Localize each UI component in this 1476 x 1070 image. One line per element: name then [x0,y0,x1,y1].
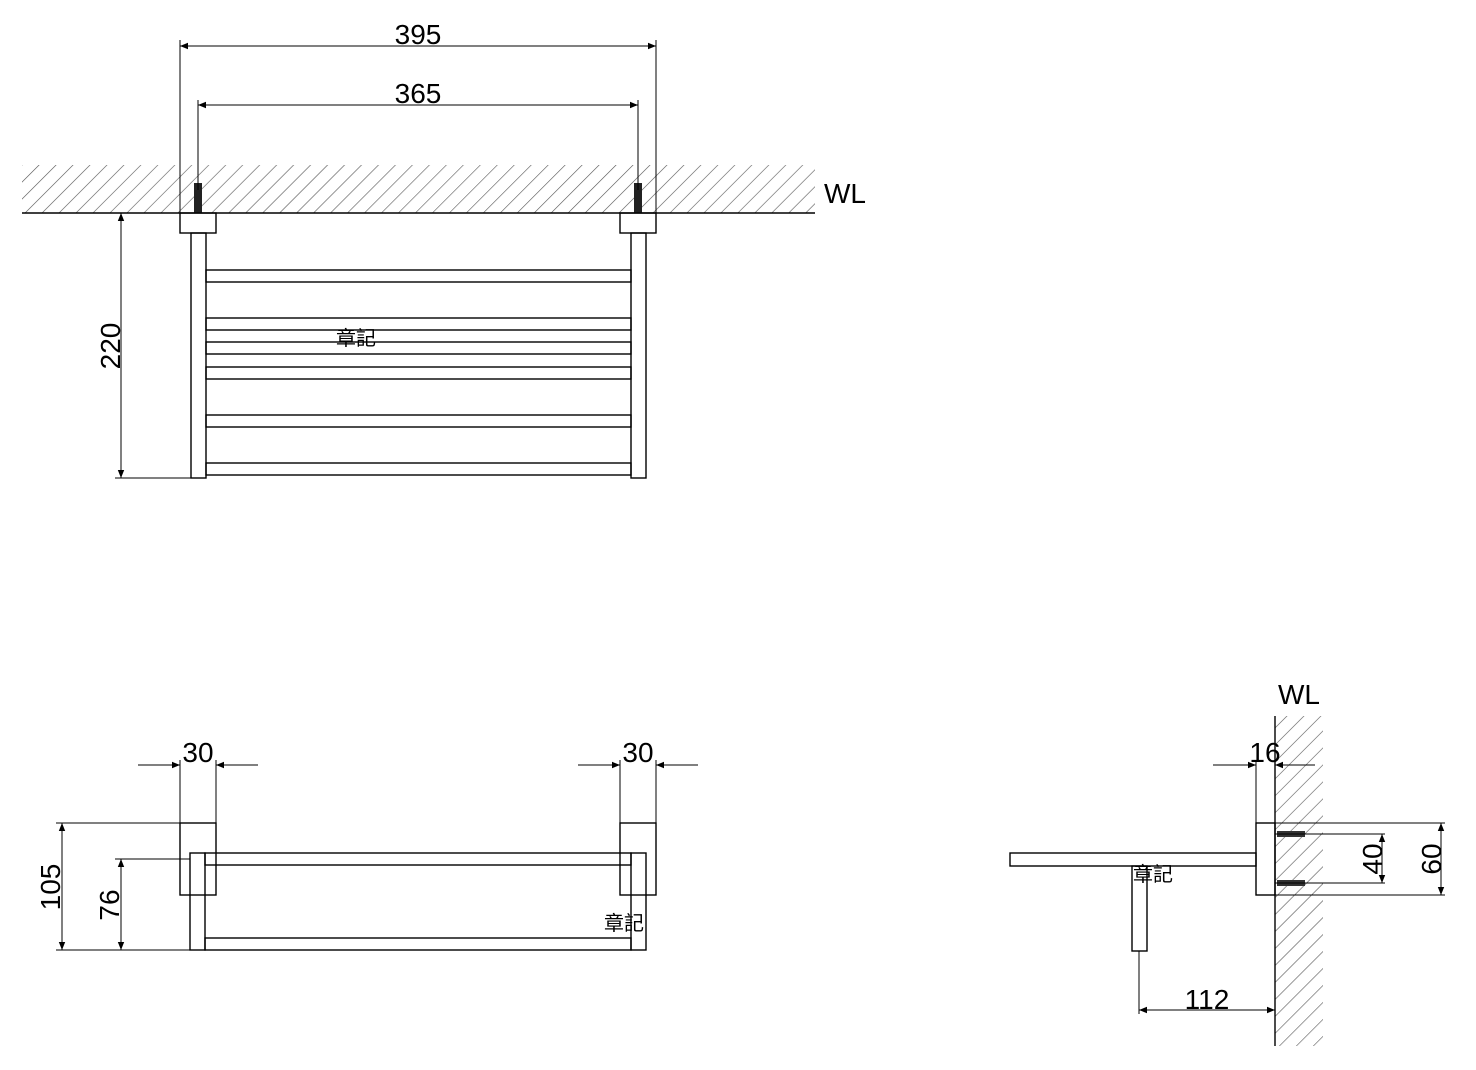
top-view: WL 章記 395 365 220 [22,19,866,479]
dim-depth: 220 [95,323,126,370]
watermark: 章記 [1133,862,1173,886]
bracket-left [179,212,217,234]
bracket-right [619,212,657,234]
watermark: 章記 [336,326,376,350]
watermark: 章記 [604,911,644,935]
side-view: WL 章記 16 40 60 112 [1009,679,1447,1046]
screw-icon [194,183,202,213]
dim-bracket-thickness: 16 [1249,737,1280,768]
column-left [189,852,206,951]
bracket-right [619,822,657,896]
column-right [630,852,647,951]
rail-bottom [204,937,632,951]
wall-label: WL [824,178,866,209]
rails [205,269,632,476]
dim-screw-spacing: 40 [1357,843,1388,874]
dim-bar-offset: 112 [1185,984,1230,1015]
dim-bracket-width-right: 30 [622,737,653,768]
column-left [190,232,207,479]
bracket [1255,822,1276,896]
dim-total-height: 105 [35,864,66,911]
rail-top [204,852,632,866]
dim-bracket-height: 60 [1416,843,1447,874]
front-view: 章記 30 30 105 76 [35,737,698,951]
screw-icon [634,183,642,213]
wall-hatch [22,165,815,213]
dim-rail-height: 76 [94,889,125,920]
dim-bracket-width-left: 30 [182,737,213,768]
dim-overall-width: 395 [395,19,442,50]
dim-mount-spacing: 365 [395,78,442,109]
wall-label: WL [1278,679,1320,710]
column-right [630,232,647,479]
